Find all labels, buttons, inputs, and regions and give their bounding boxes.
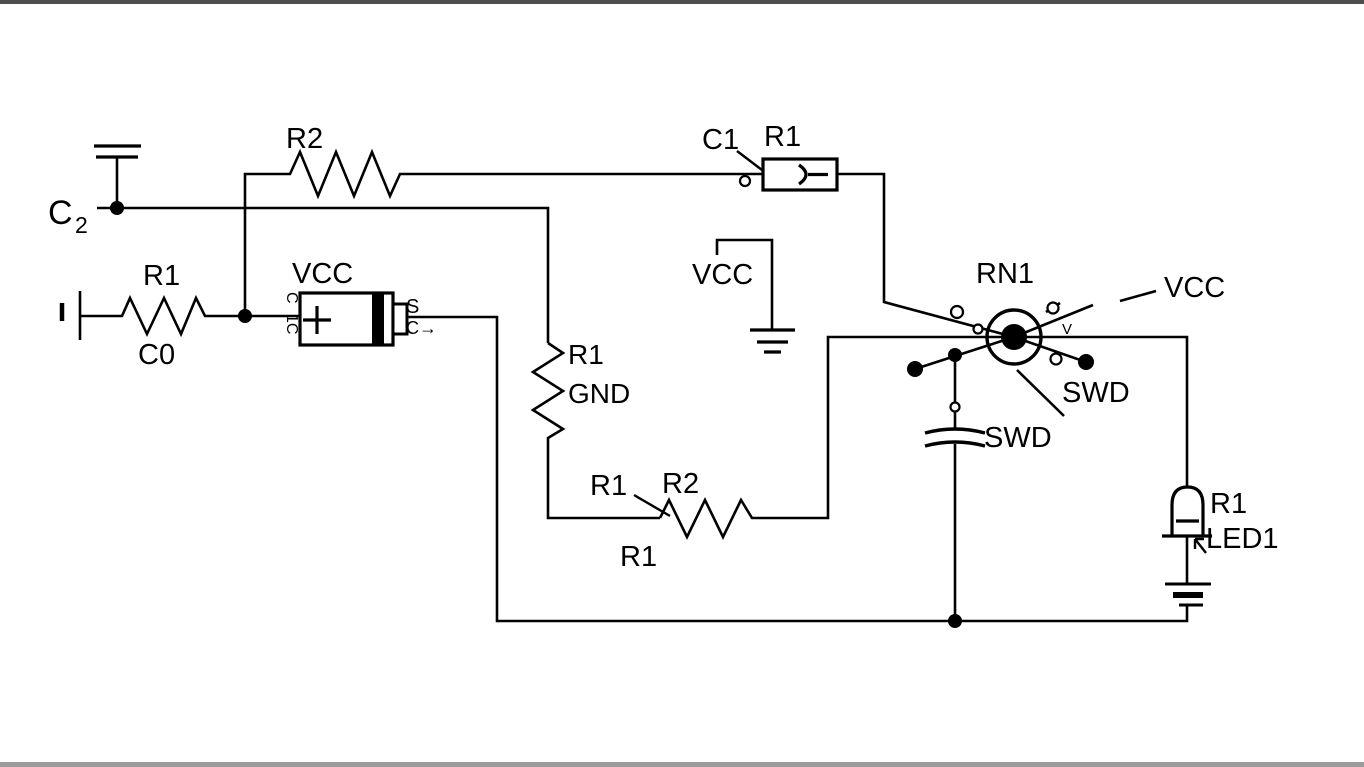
label-led1: LED1: [1206, 523, 1279, 555]
label-bat-pin-s: S: [406, 296, 419, 318]
rn1-center-dot: [1001, 324, 1027, 350]
plus-icon: [303, 306, 331, 334]
resistor-r2-bottom: [658, 335, 1189, 540]
labels: C 2 R2 R1 C0 VCC C 1C S C→ C1 R1 VCC R1 …: [48, 121, 1279, 573]
rn1-body-circle: [985, 308, 1043, 366]
label-r1-top: R1: [764, 121, 801, 153]
pin-circle: [1049, 352, 1063, 366]
bottom-frame-bar: [0, 762, 1364, 767]
label-vcc-right: VCC: [1164, 272, 1225, 304]
label-gnd: GND: [568, 378, 630, 409]
label-r1-mid: R1: [568, 339, 604, 370]
swd-leader-line: [1016, 369, 1065, 417]
ground-symbols: [94, 144, 1211, 607]
label-c0: C0: [138, 339, 175, 371]
wire-bottom-rail: [407, 315, 1189, 623]
ground-top-left-icon: [94, 144, 141, 159]
pin-circle: [949, 304, 965, 320]
wire-box-to-rn1: [837, 172, 1015, 339]
pin-circle: [949, 401, 961, 413]
label-r2-bottom: R2: [662, 468, 699, 500]
label-bat-pin-c: C→: [406, 318, 437, 338]
label-vcc-mid: VCC: [692, 259, 753, 291]
label-c2-subscript: 2: [75, 212, 88, 238]
fuse-box-component: [736, 150, 839, 192]
junction-dot: [948, 348, 962, 362]
led-cathode-arrow-icon: [1193, 537, 1207, 554]
top-frame-bar: [0, 0, 1364, 4]
ground-mid-icon: [750, 328, 795, 354]
label-swd-lower: SWD: [984, 422, 1052, 454]
resistor-r1-left: [80, 294, 300, 338]
fuse-glyph-icon: [798, 163, 828, 186]
pin-end-dot-left: [907, 361, 923, 377]
r1-leader-line: [633, 493, 671, 518]
pin-circles: [738, 174, 1063, 413]
led-component: [1162, 485, 1212, 554]
capacitor-tab: [391, 302, 409, 336]
junction-dot: [110, 201, 124, 215]
resistor-r2-top: [243, 148, 763, 316]
rn1-component: [907, 289, 1157, 417]
resistor-r1-gnd: [530, 341, 660, 520]
rn1-pin-lower-left: [914, 335, 1015, 371]
pin-end-dot-right: [1078, 354, 1094, 370]
vcc-mid-flag: [715, 238, 774, 330]
capacitor-polarity-band: [372, 293, 384, 345]
swd-capacitor: [924, 427, 986, 448]
battery-bottom-icon: [1165, 582, 1211, 607]
junction-dot: [238, 309, 252, 323]
junction-dot: [948, 614, 962, 628]
wire-c2-net: [97, 158, 550, 343]
rn1-pin-upper-right: [1013, 303, 1094, 339]
label-bat-pin-bottom: 1C: [283, 314, 300, 334]
label-swd-upper: SWD: [1062, 377, 1130, 409]
junction-dots: [110, 201, 962, 628]
vcc-capacitor-package: [298, 291, 409, 347]
label-v-pin: V: [1062, 321, 1072, 338]
capacitor-plate-bottom: [924, 440, 986, 448]
capacitor-plate-top: [924, 427, 986, 435]
label-rn1: RN1: [976, 258, 1034, 290]
label-vcc-left: VCC: [292, 258, 353, 290]
pin-circle: [738, 174, 752, 188]
c1-leader-line: [736, 150, 763, 171]
pin-circle: [972, 323, 984, 335]
label-r1-right: R1: [1210, 488, 1247, 520]
wires: [59, 148, 1189, 623]
label-r1-below: R1: [620, 541, 657, 573]
label-r1-left: R1: [143, 260, 180, 292]
label-r2-top: R2: [286, 123, 323, 155]
vcc-leader-line: [1119, 289, 1157, 303]
led-dome: [1170, 485, 1205, 536]
pin-circle: [1046, 301, 1060, 315]
label-r1-leader: R1: [590, 470, 627, 502]
label-c1: C1: [702, 124, 739, 156]
label-bat-pin-top: C: [283, 292, 300, 304]
label-c2: C: [48, 194, 73, 232]
